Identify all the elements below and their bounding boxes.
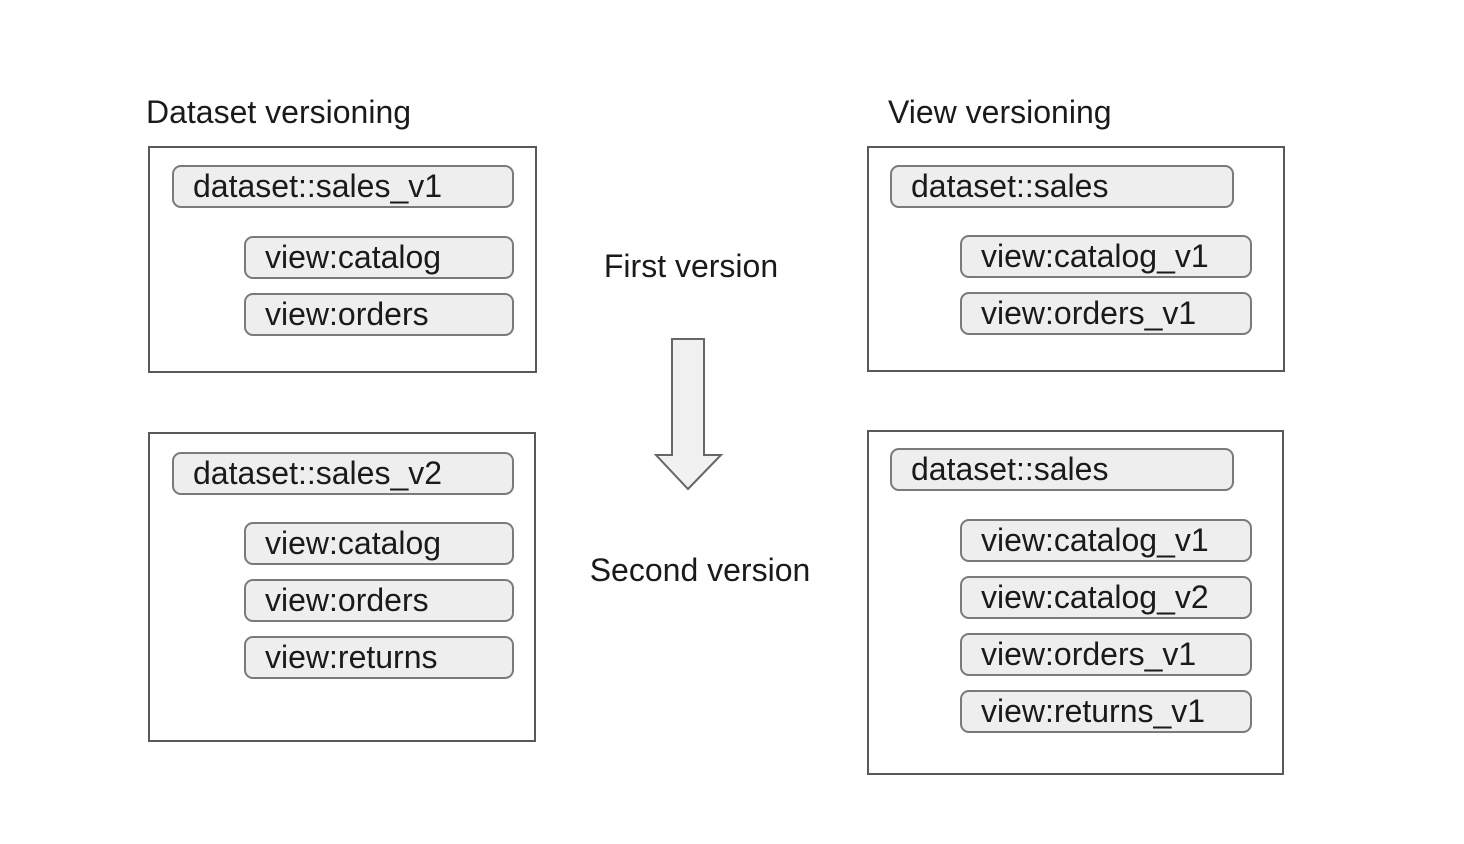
view-pill: view:returns_v1 bbox=[960, 690, 1252, 733]
view-pill: view:catalog_v1 bbox=[960, 235, 1252, 278]
view-pill: view:catalog_v2 bbox=[960, 576, 1252, 619]
dataset-pill: dataset::sales_v1 bbox=[172, 165, 514, 208]
dataset-pill: dataset::sales_v2 bbox=[172, 452, 514, 495]
right-first-version-box: dataset::sales view:catalog_v1 view:orde… bbox=[867, 146, 1285, 372]
view-pill: view:catalog_v1 bbox=[960, 519, 1252, 562]
view-pill: view:orders_v1 bbox=[960, 292, 1252, 335]
left-first-version-box: dataset::sales_v1 view:catalog view:orde… bbox=[148, 146, 537, 373]
left-panel-title: Dataset versioning bbox=[146, 94, 412, 130]
view-pill: view:orders_v1 bbox=[960, 633, 1252, 676]
view-pill: view:returns bbox=[244, 636, 514, 679]
down-block-arrow-icon bbox=[653, 336, 724, 492]
left-second-version-box: dataset::sales_v2 view:catalog view:orde… bbox=[148, 432, 536, 742]
view-pill: view:catalog bbox=[244, 522, 514, 565]
second-version-label: Second version bbox=[589, 552, 811, 588]
dataset-pill: dataset::sales bbox=[890, 448, 1234, 491]
right-second-version-box: dataset::sales view:catalog_v1 view:cata… bbox=[867, 430, 1284, 775]
first-version-label: First version bbox=[603, 248, 779, 284]
view-pill: view:catalog bbox=[244, 236, 514, 279]
view-pill: view:orders bbox=[244, 579, 514, 622]
right-panel-title: View versioning bbox=[888, 94, 1112, 130]
dataset-pill: dataset::sales bbox=[890, 165, 1234, 208]
view-pill: view:orders bbox=[244, 293, 514, 336]
